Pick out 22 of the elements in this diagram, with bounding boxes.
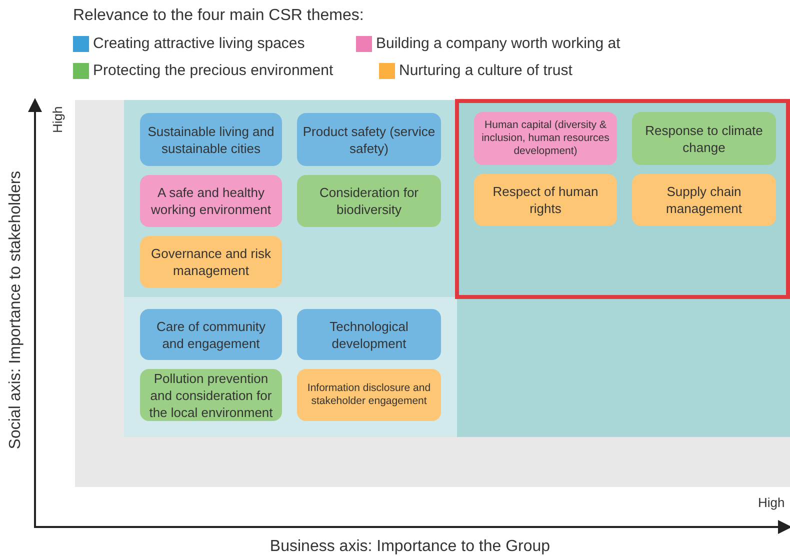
legend-heading: Relevance to the four main CSR themes: <box>73 6 364 26</box>
topic-box: Technological development <box>297 309 441 360</box>
axis-end-label: High <box>49 106 66 133</box>
legend-label: Building a company worth working at <box>376 35 620 52</box>
topic-box: Respect of human rights <box>474 174 617 226</box>
axis-title: Business axis: Importance to the Group <box>268 537 552 557</box>
topic-box: A safe and healthy working environment <box>140 175 282 227</box>
axis-title: Social axis: Importance to stakeholders <box>6 170 25 452</box>
topic-box: Consideration for biodiversity <box>297 175 441 227</box>
topic-box: Human capital (diversity & inclusion, human resources development) <box>474 112 617 165</box>
topic-box: Governance and risk management <box>140 236 282 288</box>
topic-box: Pollution prevention and consideration for the local environment <box>140 369 282 421</box>
topic-box: Response to climate change <box>632 112 776 165</box>
axis-end-label: High <box>758 494 785 512</box>
legend-label: Nurturing a culture of trust <box>399 62 572 79</box>
topic-box: Product safety (service safety) <box>297 113 441 166</box>
legend-label: Protecting the precious environment <box>93 62 334 79</box>
legend-label: Creating attractive living spaces <box>93 35 305 52</box>
topic-box: Supply chain management <box>632 174 776 226</box>
topic-box: Information disclosure and stakeholder engagement <box>297 369 441 421</box>
topic-box: Sustainable living and sustainable cities <box>140 113 282 166</box>
topic-box: Care of community and engagement <box>140 309 282 360</box>
